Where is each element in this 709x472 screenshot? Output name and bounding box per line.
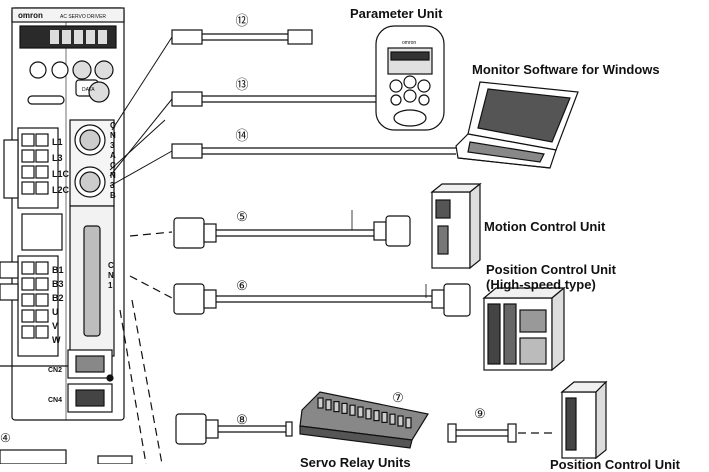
drive-port-label-char: 3 — [110, 141, 115, 150]
cable-number-12: ⑫ — [235, 13, 248, 28]
drive-terminal-label: L1C — [52, 169, 70, 179]
relay-terminal — [357, 406, 364, 418]
cable-13 — [109, 91, 376, 177]
drive-cn4-label: CN4 — [48, 397, 62, 404]
cable-9 — [447, 423, 556, 443]
drive-terminal-label: W — [52, 335, 61, 345]
drive-terminal-label: L1 — [52, 137, 63, 147]
drive-cn1-labels: CN1 — [108, 261, 114, 290]
drive-cn1-label-char: C — [108, 261, 114, 270]
drive-terminal-label: B2 — [52, 293, 64, 303]
label-bottom-position-control-unit: Position Control Unit — [550, 457, 680, 472]
drive-port-label-char: A — [110, 151, 116, 160]
drive-brand: omron — [18, 11, 43, 20]
drive-terminal-label: L2C — [52, 185, 70, 195]
drive-terminal-label: U — [52, 307, 59, 317]
cable-8 — [119, 299, 293, 464]
cable-number-5: ⑤ — [236, 209, 248, 224]
relay-terminal — [341, 402, 348, 414]
drive-cn2-label: CN2 — [48, 367, 62, 374]
drive-terminal-label: B1 — [52, 265, 64, 275]
drive-port-label-char: B — [110, 191, 116, 200]
label-motion-control-unit: Motion Control Unit — [484, 219, 606, 234]
drive-port-label-char: N — [110, 171, 116, 180]
drive-cn1-label-char: N — [108, 271, 114, 280]
drive-port-label-char: C — [110, 161, 116, 170]
relay-terminal — [349, 404, 356, 416]
cable-number-4: ④ — [0, 431, 11, 445]
relay-terminal — [325, 399, 332, 411]
drive-terminal-label: V — [52, 321, 58, 331]
parameter-unit-device — [375, 25, 445, 131]
drive-port-label-char: N — [110, 131, 116, 140]
cable-number-13: ⑬ — [235, 77, 248, 92]
drive-cn1-label-char: 1 — [108, 281, 113, 290]
cable-6 — [129, 275, 471, 317]
relay-terminal — [365, 408, 372, 420]
position-control-unit-device — [482, 286, 566, 372]
cable-number-9: ⑨ — [474, 406, 486, 421]
cable-number-7: ⑦ — [392, 390, 404, 405]
drive-terminal-label: L3 — [52, 153, 63, 163]
bottom-position-control-unit-device — [560, 380, 608, 460]
drive-port-label-char: 3 — [110, 181, 115, 190]
drive-port-label-char: C — [110, 121, 116, 130]
label-servo-relay-units: Servo Relay Units — [300, 455, 411, 470]
relay-terminal — [381, 411, 388, 423]
label-monitor-software: Monitor Software for Windows — [472, 62, 660, 77]
laptop-computer — [455, 81, 579, 169]
bottom-left-partial-device — [0, 449, 133, 464]
drive-terminal-label: B3 — [52, 279, 64, 289]
cable-5 — [129, 210, 411, 249]
label-parameter-unit: Parameter Unit — [350, 6, 443, 21]
relay-terminal — [389, 413, 396, 425]
relay-terminal — [405, 417, 412, 429]
servo-relay-unit-device — [299, 391, 429, 449]
parameter-unit-brand: omron — [402, 40, 416, 46]
motion-control-unit-device — [430, 182, 482, 270]
cable-number-14: ⑭ — [235, 128, 248, 143]
drive-model-text: AC SERVO DRIVER — [60, 14, 106, 20]
cable-number-8: ⑧ — [236, 412, 248, 427]
relay-terminal — [317, 397, 324, 409]
cable-12 — [111, 29, 313, 131]
label-position-control-unit: Position Control Unit — [486, 262, 616, 277]
relay-terminal — [373, 410, 380, 422]
servo-drive — [0, 7, 125, 421]
relay-terminal — [397, 415, 404, 427]
drive-data-key: DATA — [82, 87, 95, 93]
label-position-control-unit-high-speed: (High-speed type) — [486, 277, 596, 292]
relay-terminal — [333, 401, 340, 413]
cable-number-6: ⑥ — [236, 278, 248, 293]
cable-14 — [109, 119, 456, 187]
